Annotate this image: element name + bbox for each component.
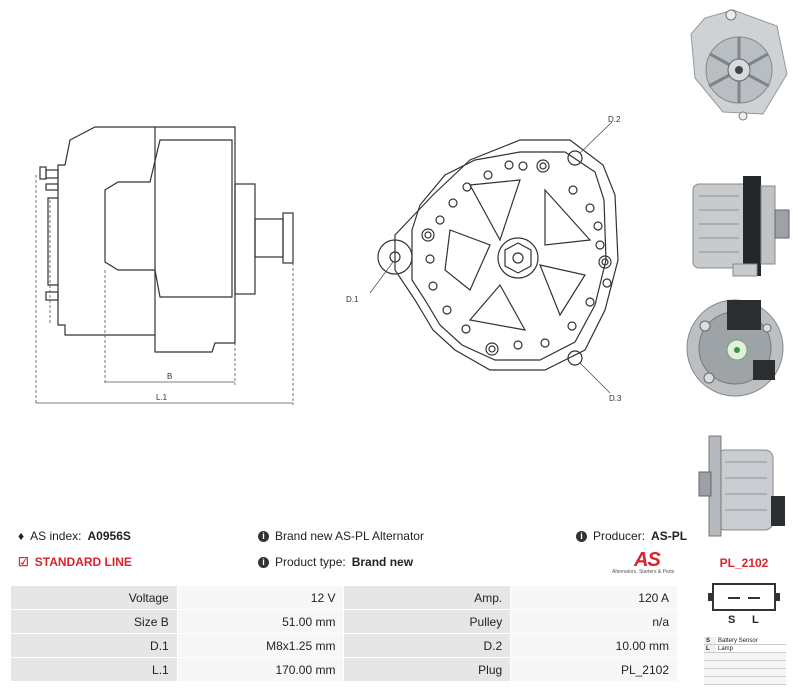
tag-icon: ♦ bbox=[18, 529, 25, 543]
spec-label: Pulley bbox=[343, 609, 512, 634]
side-view-housing bbox=[104, 139, 233, 298]
label-d3: D.3 bbox=[609, 394, 622, 403]
logo-mark: AS bbox=[634, 549, 661, 571]
plug-legend: S Battery Sensor L Lamp bbox=[704, 637, 786, 685]
plug-title: PL_2102 bbox=[719, 556, 769, 570]
spec-value: PL_2102 bbox=[510, 657, 678, 682]
spec-label: D.1 bbox=[10, 633, 178, 658]
info-icon: i bbox=[258, 556, 269, 568]
legend-desc: Lamp bbox=[716, 644, 786, 653]
legend-row: L Lamp bbox=[704, 644, 786, 653]
label-l1: L.1 bbox=[156, 393, 168, 402]
info-icon: i bbox=[576, 530, 587, 542]
product-type: i Product type: Brand new bbox=[258, 555, 413, 569]
producer-value: AS-PL bbox=[651, 529, 688, 543]
spec-label: L.1 bbox=[10, 657, 178, 682]
front-view-photo[interactable] bbox=[683, 4, 795, 122]
side-view-flange bbox=[234, 183, 256, 295]
spec-value: 170.00 mm bbox=[176, 657, 345, 682]
specs-table: Voltage 12 V Amp. 120 A Size B 51.00 mm … bbox=[10, 585, 678, 682]
rear-view-photo[interactable] bbox=[683, 286, 795, 404]
side-profile-photo[interactable] bbox=[683, 426, 795, 544]
plug-connector-diagram bbox=[708, 583, 780, 611]
vent-window-4 bbox=[468, 283, 527, 331]
as-pl-logo: AS Alternators, Starters & Parts bbox=[612, 549, 682, 579]
vent-window-1 bbox=[469, 179, 521, 242]
side-view-shaft bbox=[254, 218, 284, 258]
side-view-photo[interactable] bbox=[683, 166, 795, 284]
product-type-value: Brand new bbox=[351, 555, 414, 569]
pin-s-label: S bbox=[728, 614, 736, 626]
side-view-nut bbox=[282, 212, 294, 264]
info-icon: i bbox=[258, 530, 269, 542]
table-row: D.1 M8x1.25 mm D.2 10.00 mm bbox=[10, 633, 678, 658]
producer-label: Producer: bbox=[593, 529, 646, 543]
product-type-label: Product type: bbox=[275, 555, 346, 569]
logo-tagline: Alternators, Starters & Parts bbox=[612, 569, 675, 575]
as-index-label: AS index: bbox=[30, 529, 82, 543]
pulley-nut bbox=[497, 237, 539, 279]
standard-line: ☑ STANDARD LINE bbox=[18, 555, 132, 569]
side-view-body bbox=[57, 126, 236, 353]
vent-window-3 bbox=[539, 264, 586, 317]
vent-window-2 bbox=[544, 188, 592, 246]
table-row: Voltage 12 V Amp. 120 A bbox=[10, 585, 678, 610]
spec-value: 12 V bbox=[176, 585, 345, 610]
spec-value: 10.00 mm bbox=[510, 633, 678, 658]
producer-info: i Producer: AS-PL bbox=[576, 529, 687, 543]
brand-info: i Brand new AS-PL Alternator bbox=[258, 529, 424, 543]
pin-l-label: L bbox=[752, 614, 759, 626]
standard-line-label: STANDARD LINE bbox=[34, 555, 132, 569]
label-b: B bbox=[167, 372, 172, 381]
checkbox-icon: ☑ bbox=[18, 555, 29, 569]
spec-label: Size B bbox=[10, 609, 178, 634]
legend-desc: Battery Sensor bbox=[716, 637, 786, 645]
vent-window-5 bbox=[444, 229, 491, 291]
brand-text: Brand new AS-PL Alternator bbox=[275, 529, 424, 543]
front-view-body bbox=[394, 139, 619, 371]
technical-drawing: D.1 D.2 D.3 B L.1 bbox=[35, 115, 622, 405]
spec-value: 51.00 mm bbox=[176, 609, 345, 634]
pin-s bbox=[728, 597, 740, 599]
table-row: Size B 51.00 mm Pulley n/a bbox=[10, 609, 678, 634]
mount-hole-d1 bbox=[377, 239, 413, 275]
spec-value: 120 A bbox=[510, 585, 678, 610]
spec-label: Plug bbox=[343, 657, 512, 682]
spec-value: M8x1.25 mm bbox=[176, 633, 345, 658]
legend-row: S Battery Sensor bbox=[704, 637, 786, 645]
spec-value: n/a bbox=[510, 609, 678, 634]
as-index-value: A0956S bbox=[87, 529, 131, 543]
label-d2: D.2 bbox=[608, 115, 621, 124]
spec-label: Amp. bbox=[343, 585, 512, 610]
spec-label: Voltage bbox=[10, 585, 178, 610]
label-d1: D.1 bbox=[346, 295, 359, 304]
legend-key: L bbox=[704, 644, 716, 653]
table-row: L.1 170.00 mm Plug PL_2102 bbox=[10, 657, 678, 682]
as-index: ♦ AS index: A0956S bbox=[18, 529, 131, 543]
legend-key: S bbox=[704, 637, 716, 645]
pin-l bbox=[748, 597, 760, 599]
spec-label: D.2 bbox=[343, 633, 512, 658]
